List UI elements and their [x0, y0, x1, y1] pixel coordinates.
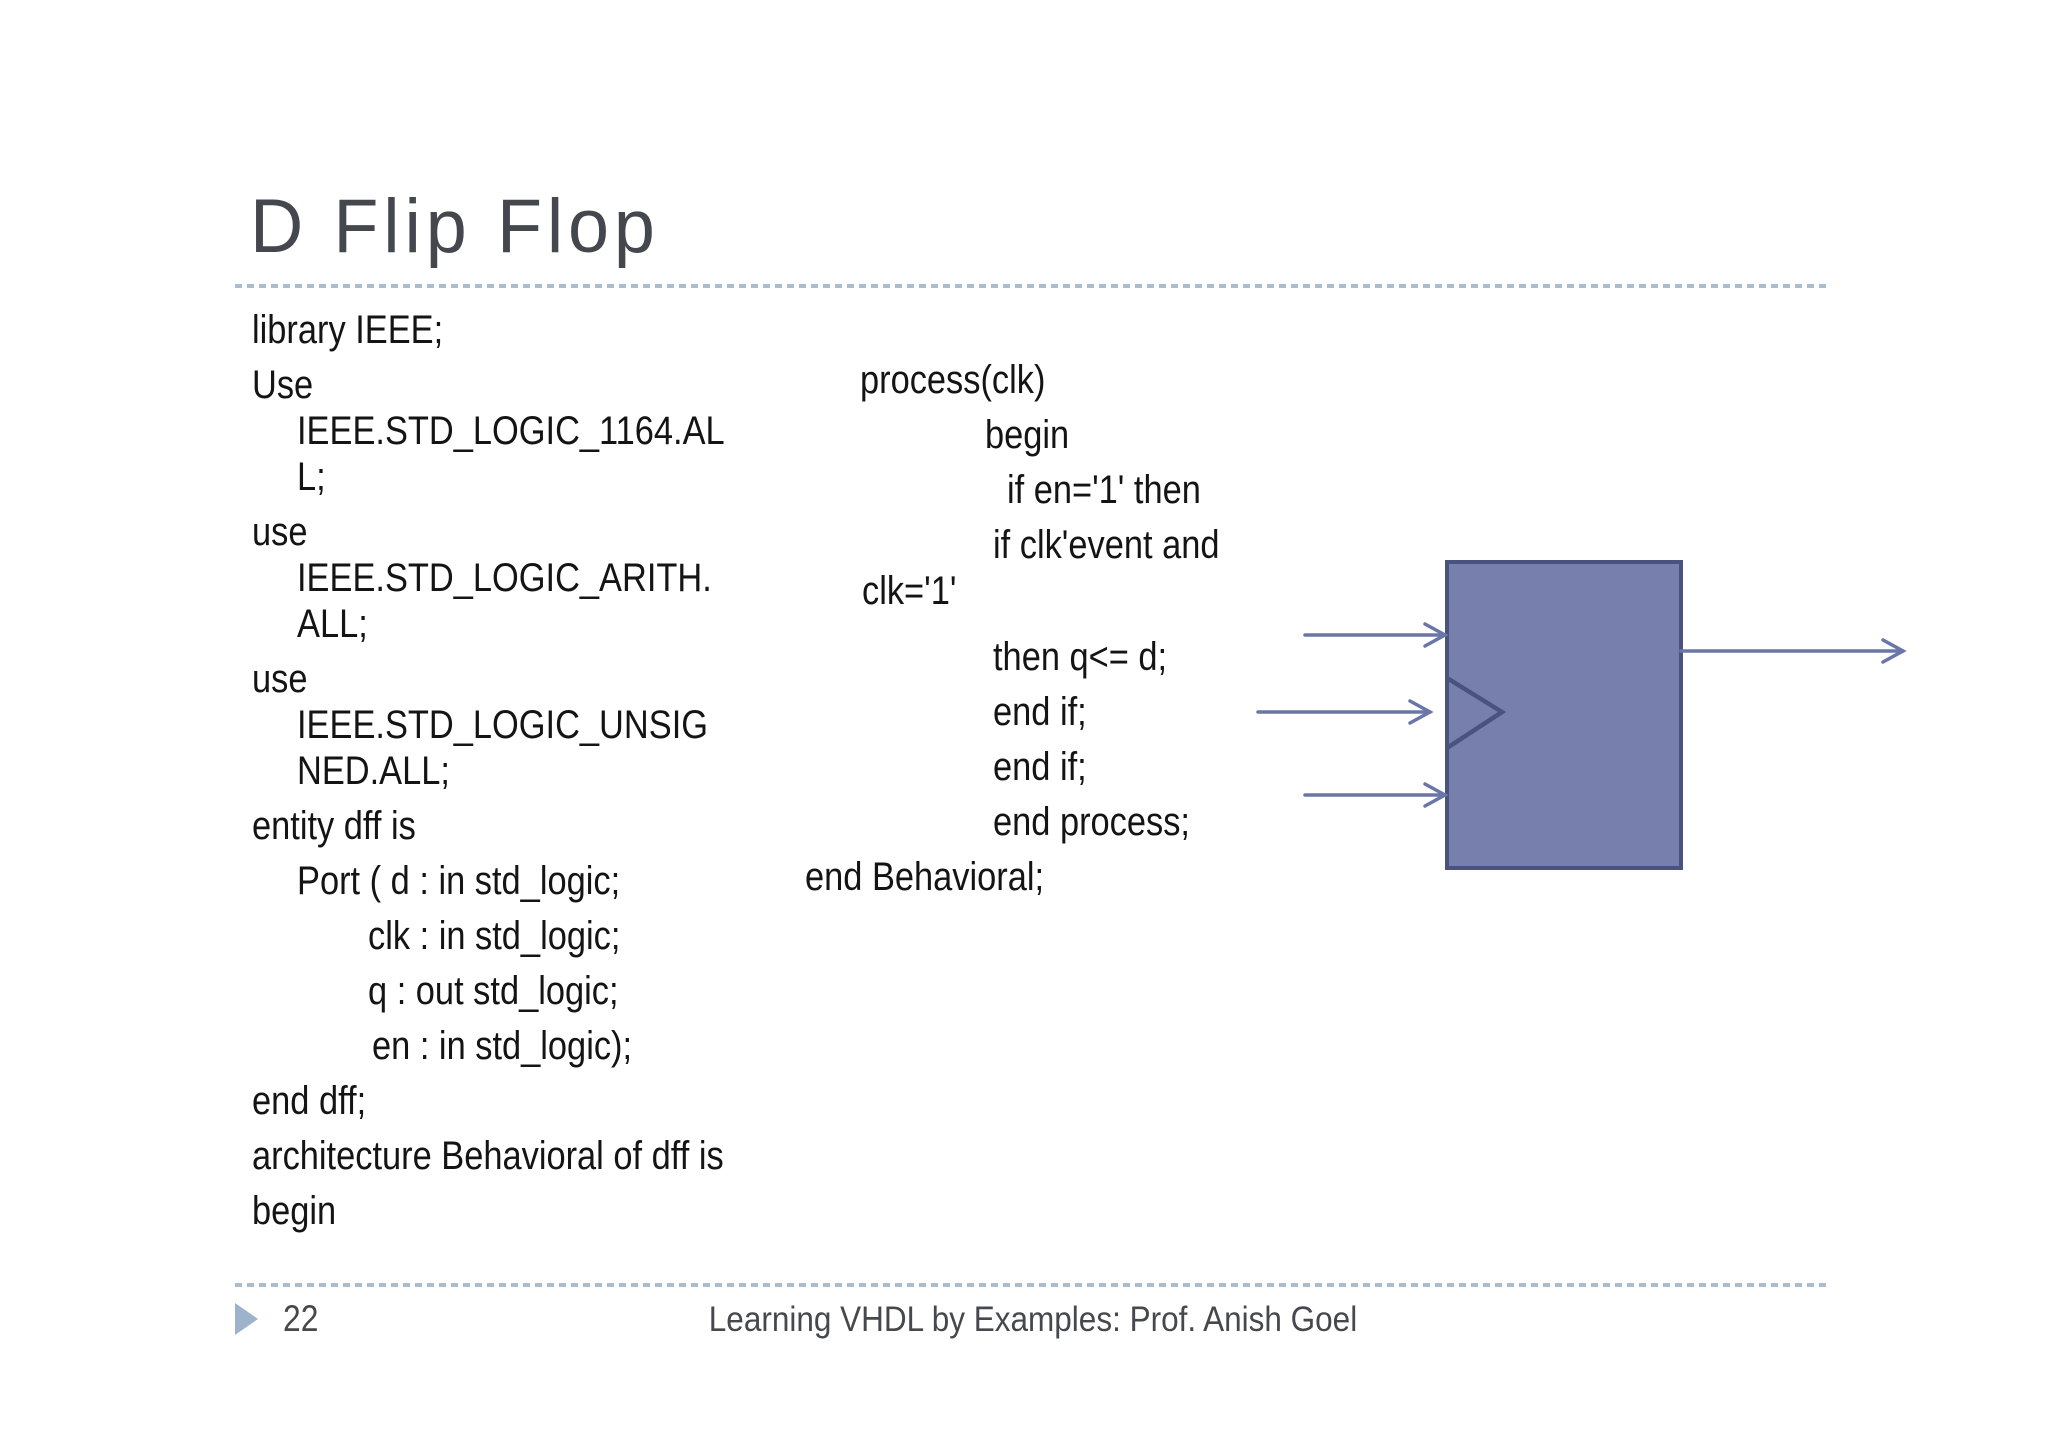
output-arrow-q	[1679, 638, 1907, 664]
input-arrow-en	[1303, 782, 1449, 808]
input-arrow-clk	[1256, 699, 1434, 725]
code-line: end dff;	[252, 1079, 367, 1123]
code-line: q : out std_logic;	[368, 969, 619, 1013]
code-line: IEEE.STD_LOGIC_ARITH.	[297, 556, 712, 600]
clock-triangle-icon	[1445, 676, 1507, 750]
code-line: if clk'event and	[993, 523, 1220, 567]
code-line: clk='1'	[862, 569, 957, 613]
code-line: end if;	[993, 690, 1087, 734]
d-flip-flop-diagram	[1256, 560, 1907, 870]
footer-caption: Learning VHDL by Examples: Prof. Anish G…	[708, 1300, 1358, 1339]
code-line: en : in std_logic);	[372, 1024, 633, 1068]
code-line: use	[252, 657, 308, 701]
code-line: NED.ALL;	[297, 749, 450, 793]
code-line: architecture Behavioral of dff is	[252, 1134, 724, 1178]
code-line: begin	[985, 413, 1070, 457]
code-line: IEEE.STD_LOGIC_1164.AL	[297, 409, 725, 453]
dff-block	[1445, 560, 1683, 870]
page-title: D Flip Flop	[250, 184, 660, 269]
title-divider-dashed-line	[235, 284, 1831, 288]
code-line: clk : in std_logic;	[368, 914, 621, 958]
code-line: begin	[252, 1189, 337, 1233]
vhdl-code-column-right: process(clk) begin if en='1' then if clk'ev…	[805, 357, 1365, 900]
code-line: then q<= d;	[993, 635, 1168, 679]
code-line: entity dff is	[252, 804, 416, 848]
footer-bullet-triangle-icon	[235, 1303, 258, 1335]
footer-page-number: 22	[283, 1298, 319, 1339]
code-line: use	[252, 510, 308, 554]
footer-divider-dashed-line	[235, 1283, 1831, 1287]
input-arrow-d	[1303, 622, 1449, 648]
code-line: process(clk)	[860, 358, 1046, 402]
code-line: end process;	[993, 800, 1190, 844]
code-line: if en='1' then	[1007, 468, 1201, 512]
code-line: L;	[297, 455, 326, 499]
code-line: ALL;	[297, 602, 368, 646]
code-line: Use	[252, 363, 314, 407]
code-line: end Behavioral;	[805, 855, 1045, 899]
code-line: end if;	[993, 745, 1087, 789]
code-line: Port ( d : in std_logic;	[297, 859, 621, 903]
code-line: library IEEE;	[252, 308, 444, 352]
code-line: IEEE.STD_LOGIC_UNSIG	[297, 703, 709, 747]
